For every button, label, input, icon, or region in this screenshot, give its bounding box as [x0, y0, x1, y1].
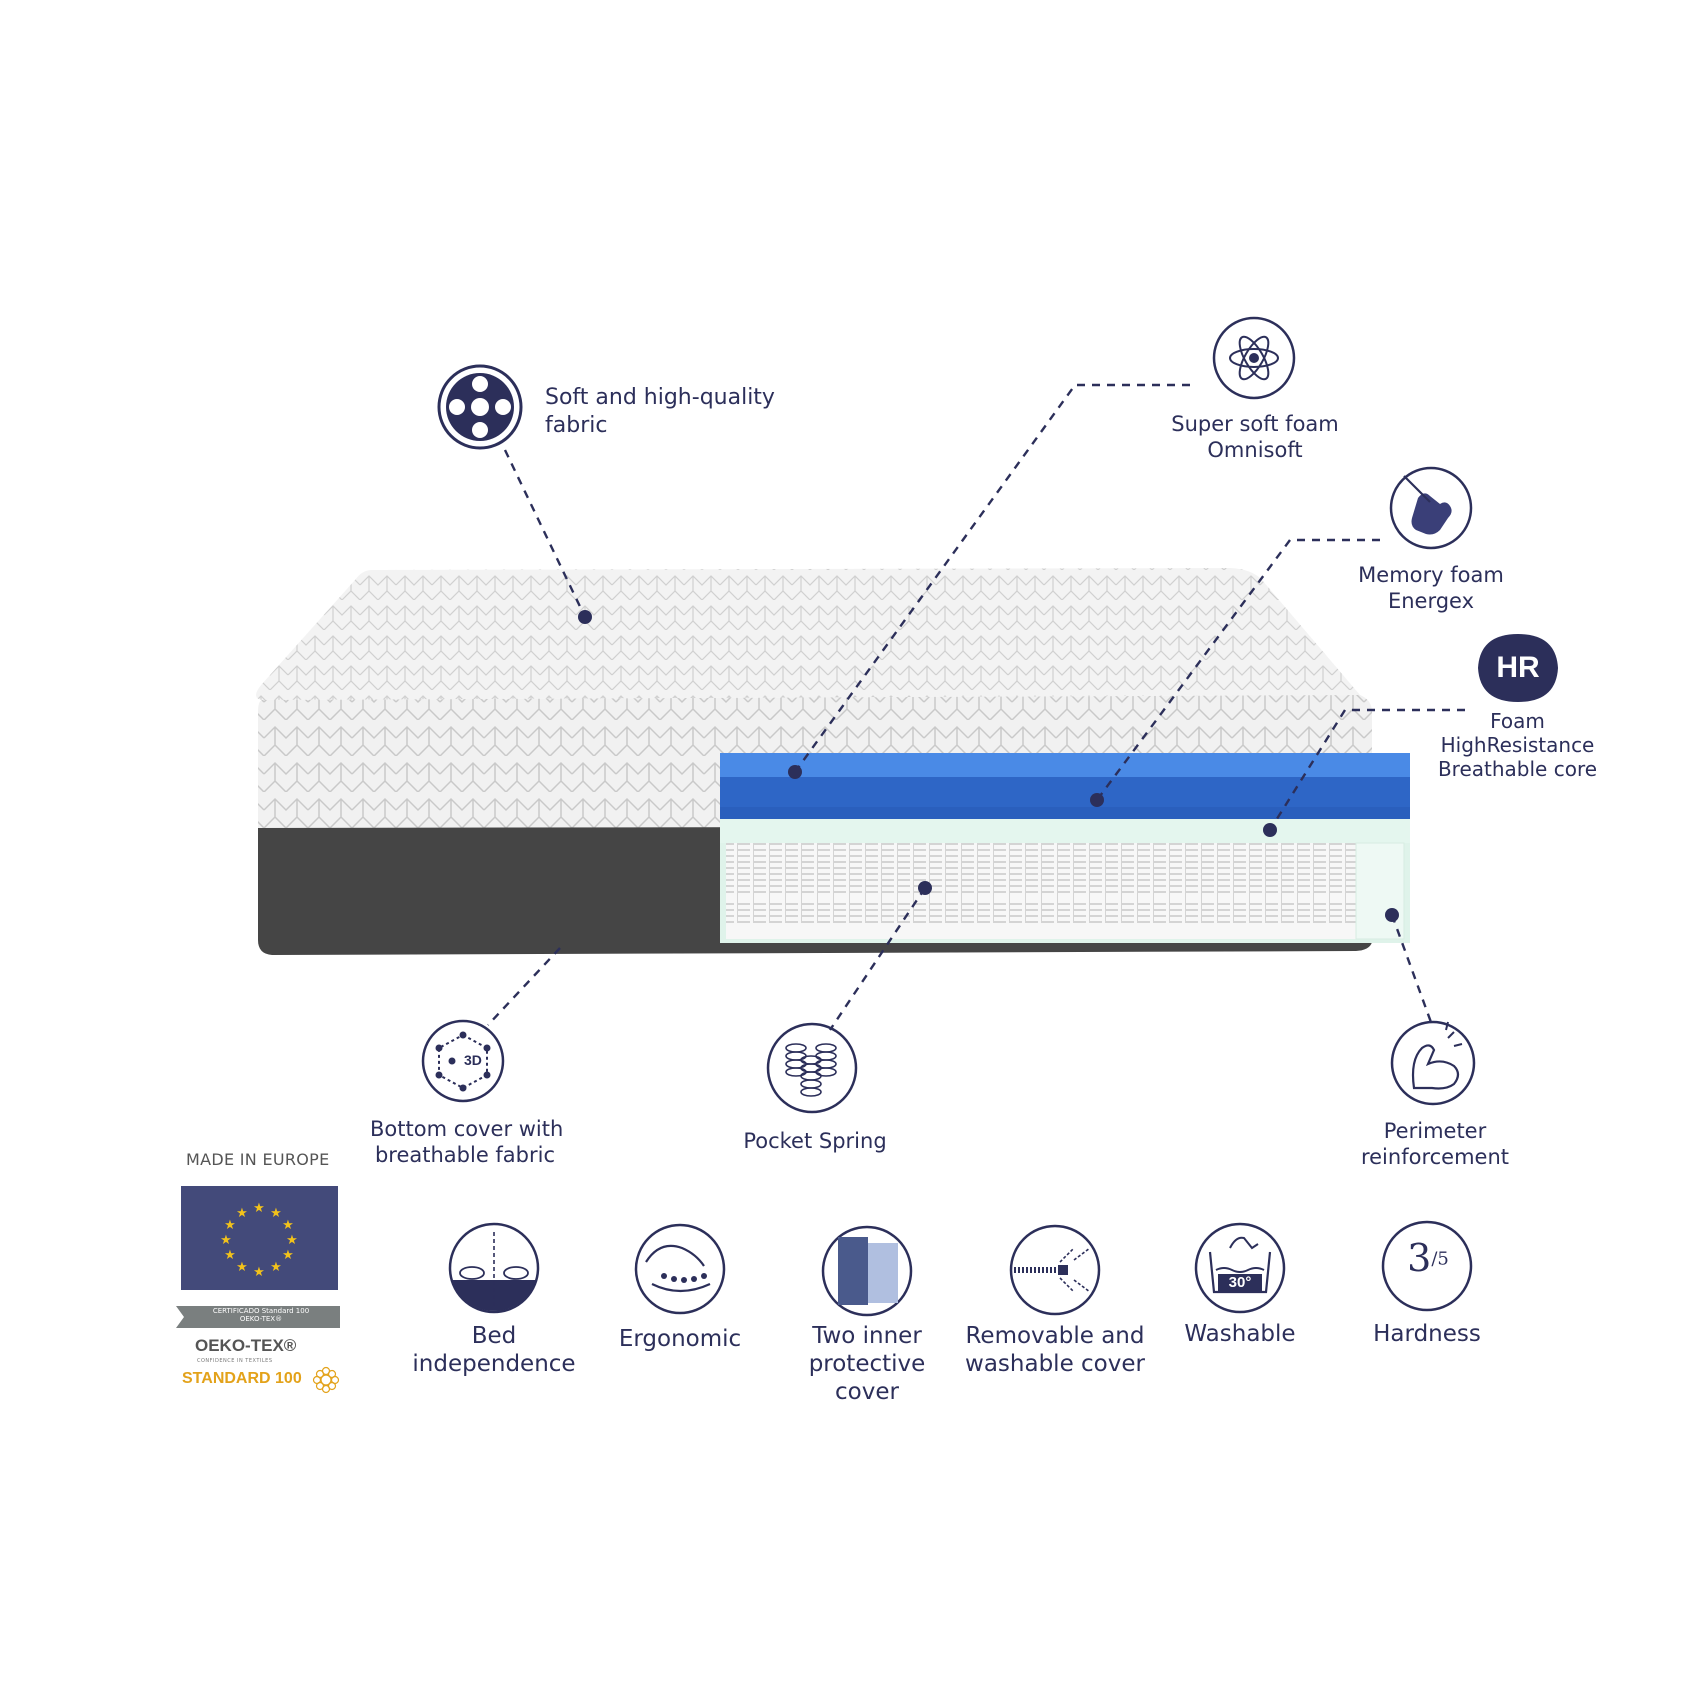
- svg-text:★: ★: [286, 1233, 298, 1248]
- label-hr-foam: Foam HighResistance Breathable core: [1437, 709, 1598, 781]
- fabric-icon: [437, 364, 523, 450]
- oeko-tex-logo-title: OEKO-TEX®: [195, 1336, 297, 1355]
- svg-text:★: ★: [220, 1233, 232, 1248]
- flexed-arm-icon: [1390, 1020, 1476, 1106]
- label-energex: Memory foam Energex: [1358, 563, 1504, 613]
- svg-text:★: ★: [224, 1248, 236, 1263]
- oeko-tex-tagline: CONFIDENCE IN TEXTILES: [197, 1358, 273, 1364]
- label-fabric: Soft and high-quality fabric: [545, 385, 775, 438]
- leader-lines: [487, 383, 1465, 1031]
- svg-text:★: ★: [270, 1260, 282, 1275]
- label-protective-cover: Two inner protective cover: [808, 1323, 926, 1405]
- hardness-value: 3/5: [1407, 1236, 1449, 1280]
- cert-ribbon: [176, 1306, 340, 1328]
- svg-text:★: ★: [282, 1248, 294, 1263]
- svg-text:★: ★: [236, 1260, 248, 1275]
- leader-energex: [1096, 538, 1380, 801]
- eu-flag: ★★★ ★★★ ★★★ ★★★: [181, 1186, 338, 1290]
- hr-badge-text: HR: [1496, 651, 1540, 684]
- leader-perimeter: [1390, 914, 1434, 1026]
- label-perimeter: Perimeter reinforcement: [1360, 1119, 1510, 1169]
- label-omnisoft: Super soft foam Omnisoft: [1171, 412, 1339, 462]
- mattress-top: [256, 568, 1360, 700]
- label-washable: Washable: [1184, 1321, 1296, 1347]
- wash-temp-text: 30°: [1228, 1274, 1252, 1291]
- label-removable-cover: Removable and washable cover: [965, 1323, 1145, 1377]
- svg-text:★: ★: [282, 1218, 294, 1233]
- hr-badge-icon: [1478, 634, 1558, 702]
- made-in-europe-text: MADE IN EUROPE: [186, 1150, 330, 1169]
- leader-dots: [578, 610, 1399, 922]
- washing-icon: [1194, 1222, 1286, 1314]
- pocket-spring-icon: [766, 1022, 858, 1114]
- svg-text:★: ★: [270, 1206, 282, 1221]
- mattress: [256, 568, 1410, 955]
- svg-text:★: ★: [224, 1218, 236, 1233]
- oeko-tex-standard: STANDARD 100: [182, 1370, 302, 1387]
- svg-text:★: ★: [253, 1201, 265, 1216]
- ergonomic-icon: [634, 1223, 726, 1315]
- label-ergonomic: Ergonomic: [618, 1326, 742, 1352]
- cert-ribbon-text: CERTIFICADO Standard 100 OEKO-TEX®: [212, 1307, 310, 1323]
- hand-press-icon: [1389, 466, 1473, 550]
- leader-hr: [1268, 708, 1465, 831]
- oeko-flower-icon: [312, 1366, 340, 1394]
- svg-text:★: ★: [253, 1265, 265, 1280]
- atom-icon: [1212, 316, 1296, 400]
- hardness-icon: [1381, 1220, 1473, 1312]
- label-bottom-cover: Bottom cover with breathable fabric: [370, 1117, 564, 1167]
- label-hardness: Hardness: [1373, 1321, 1481, 1347]
- leader-fabric: [503, 449, 587, 618]
- mattress-cross-section: [720, 753, 1410, 943]
- leader-bottom-cover: [487, 947, 561, 1026]
- svg-text:★: ★: [236, 1206, 248, 1221]
- label-bed-independence: Bed independence: [412, 1323, 576, 1377]
- bed-independence-icon: [448, 1222, 540, 1314]
- label-pocket-spring: Pocket Spring: [743, 1129, 887, 1153]
- 3d-cube-icon: [421, 1019, 505, 1103]
- leader-pocket-spring: [829, 887, 926, 1031]
- protective-cover-icon: [821, 1225, 913, 1317]
- 3d-badge-text: 3D: [464, 1052, 482, 1068]
- zipper-icon: [1009, 1224, 1101, 1316]
